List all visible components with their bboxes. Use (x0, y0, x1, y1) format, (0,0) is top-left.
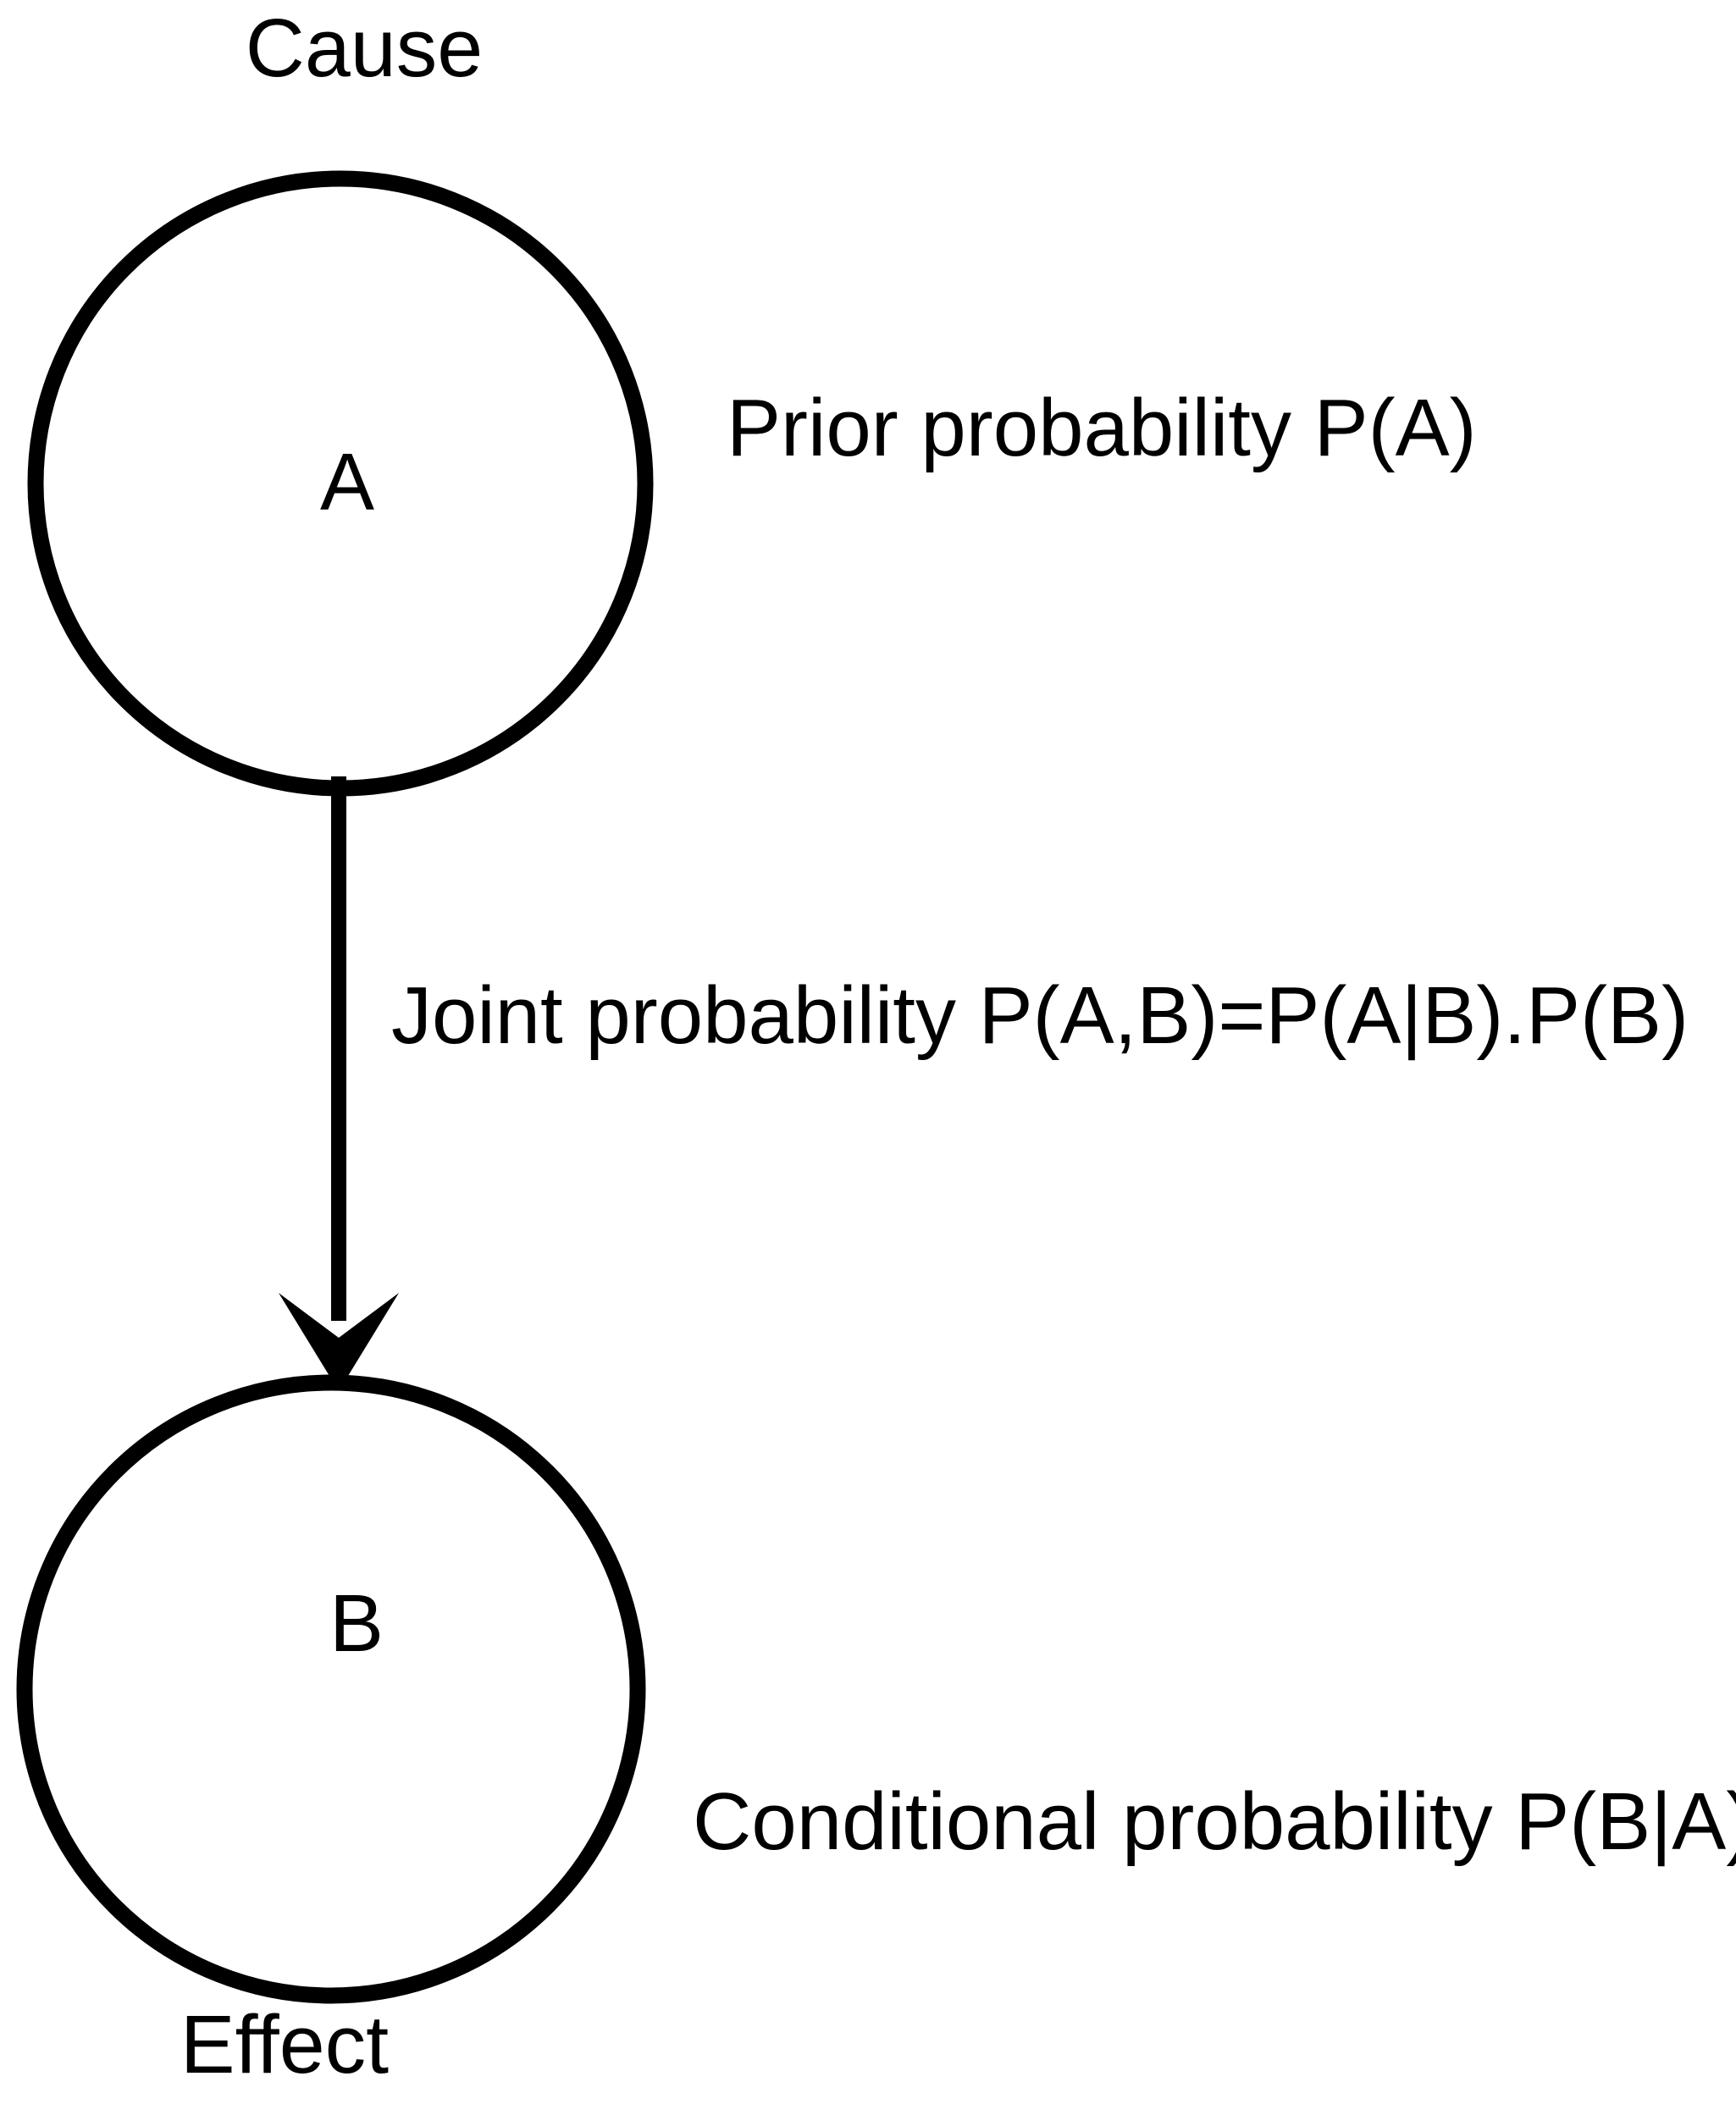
cause-label: Cause (246, 2, 483, 94)
conditional-probability-annotation: Conditional probability P(B|A) (693, 1776, 1736, 1867)
edge-a-to-b-arrowhead (279, 1293, 399, 1391)
effect-label: Effect (180, 1998, 389, 2090)
joint-probability-annotation: Joint probability P(A,B)=P(A|B).P(B) (391, 970, 1689, 1061)
node-a-label: A (320, 437, 374, 527)
prior-probability-annotation: Prior probability P(A) (727, 383, 1477, 473)
node-b-circle[interactable] (16, 1374, 646, 2004)
node-b-label: B (329, 1578, 384, 1669)
